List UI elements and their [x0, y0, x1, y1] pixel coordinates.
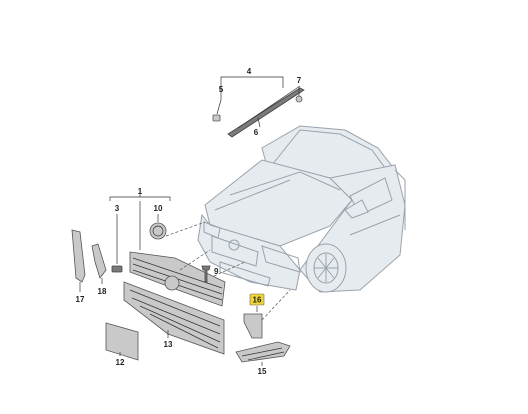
side-trim-group — [71, 229, 107, 292]
callout-17: 17 — [76, 295, 85, 304]
callout-6: 6 — [254, 128, 259, 137]
callout-5: 5 — [219, 85, 224, 94]
fog-group — [235, 289, 291, 366]
callout-13: 13 — [164, 340, 173, 349]
lower-grille-group — [123, 281, 225, 355]
callout-9: 9 — [214, 267, 219, 276]
callout-1: 1 — [138, 187, 143, 196]
callout-16-highlight — [249, 293, 265, 306]
callout-labels: 4 5 7 6 1 3 10 9 17 18 13 12 15 16 — [76, 67, 302, 376]
callout-7: 7 — [297, 76, 302, 85]
callout-16: 16 — [253, 296, 262, 305]
callout-10: 10 — [154, 204, 163, 213]
callout-15: 15 — [258, 367, 267, 376]
car-illustration — [197, 125, 406, 293]
callout-3: 3 — [115, 204, 120, 213]
grille-group — [109, 190, 246, 307]
callout-18: 18 — [98, 287, 107, 296]
roof-trim-group — [212, 76, 305, 138]
callout-4: 4 — [247, 67, 252, 76]
callout-12: 12 — [116, 358, 125, 367]
plate-group — [105, 322, 139, 361]
